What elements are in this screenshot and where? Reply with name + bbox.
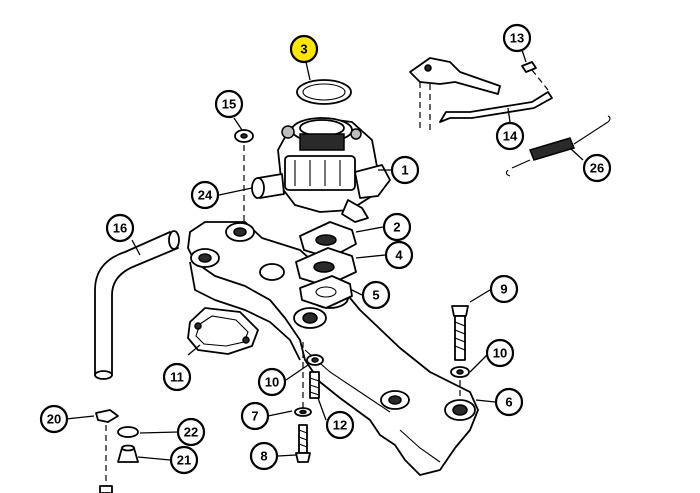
clip-13: [521, 61, 549, 91]
callout-16: 16: [105, 213, 135, 243]
washer-15: [234, 129, 254, 222]
washer-10-left: [306, 354, 324, 366]
callout-14: 14: [495, 121, 525, 151]
svg-text:2: 2: [393, 220, 400, 235]
callout-10-left: 10: [257, 367, 287, 397]
callout-26: 26: [582, 153, 612, 183]
callout-15: 15: [214, 89, 244, 119]
svg-text:21: 21: [177, 453, 191, 468]
callout-4: 4: [384, 240, 414, 270]
svg-text:20: 20: [47, 412, 61, 427]
carb-top-gasket-ring: [296, 79, 352, 105]
callout-5: 5: [361, 280, 391, 310]
svg-text:11: 11: [170, 370, 184, 385]
callout-24: 24: [190, 180, 220, 210]
bolt-8: [295, 424, 311, 463]
stud-12: [309, 371, 320, 399]
callout-12: 12: [325, 410, 355, 440]
callout-10-right: 10: [485, 338, 515, 368]
hose-16: [94, 230, 180, 380]
callout-7: 7: [240, 401, 270, 431]
svg-text:10: 10: [493, 346, 507, 361]
svg-text:5: 5: [372, 288, 379, 303]
bolt-9: [451, 305, 469, 361]
svg-text:16: 16: [113, 221, 127, 236]
ring-22: [117, 426, 139, 438]
svg-text:15: 15: [222, 97, 236, 112]
rod-14: [439, 91, 553, 123]
spring-26: [505, 115, 611, 177]
svg-text:6: 6: [505, 395, 512, 410]
leader-lines: [65, 43, 584, 461]
callout-11: 11: [162, 362, 192, 392]
callout-9: 9: [489, 274, 519, 304]
washer-7: [294, 407, 312, 417]
svg-text:12: 12: [333, 418, 347, 433]
base-gasket-5: [299, 275, 353, 309]
svg-text:24: 24: [198, 188, 213, 203]
callout-20: 20: [39, 404, 69, 434]
svg-text:10: 10: [265, 375, 279, 390]
svg-text:4: 4: [395, 248, 403, 263]
callout-6: 6: [494, 387, 524, 417]
callout-21: 21: [169, 445, 199, 475]
svg-text:22: 22: [184, 425, 198, 440]
clip-20: [95, 409, 119, 423]
cap-21: [117, 444, 139, 463]
spacer-4: [295, 247, 357, 287]
callout-13: 13: [502, 23, 532, 53]
svg-text:8: 8: [260, 449, 267, 464]
gasket-11: [187, 307, 259, 355]
linkage-bracket: [409, 57, 501, 132]
svg-text:3: 3: [300, 42, 307, 57]
callout-3-highlighted: 3: [289, 34, 319, 64]
callout-1: 1: [390, 155, 420, 185]
intake-manifold: [187, 221, 479, 476]
svg-text:13: 13: [510, 31, 524, 46]
svg-text:26: 26: [590, 161, 604, 176]
svg-text:1: 1: [401, 163, 408, 178]
callout-2: 2: [382, 212, 412, 242]
svg-text:9: 9: [500, 282, 507, 297]
svg-text:7: 7: [251, 409, 258, 424]
base-gasket-2: [299, 221, 357, 259]
carburetor: [251, 117, 391, 223]
svg-text:14: 14: [503, 129, 518, 144]
callout-8: 8: [249, 441, 279, 471]
washer-10-right: [450, 366, 470, 378]
callout-22: 22: [176, 417, 206, 447]
